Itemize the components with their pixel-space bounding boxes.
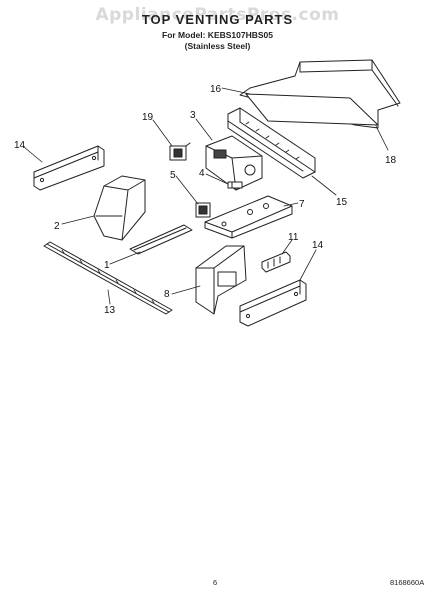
callout-14-right: 14	[312, 240, 324, 251]
part-14-right-bracket	[239, 279, 307, 327]
part-7-mounting-plate	[204, 195, 293, 239]
finish-line: (Stainless Steel)	[184, 41, 251, 51]
callout-11: 11	[288, 232, 299, 243]
callout-numbers: 16 18 3 19 14 15 4 5 7 2 1 11 14 8 13	[14, 84, 397, 316]
part-5-switch	[195, 202, 211, 218]
callout-1: 1	[104, 260, 110, 271]
callout-8: 8	[164, 289, 170, 300]
callout-4: 4	[199, 168, 205, 179]
callout-2: 2	[54, 221, 60, 232]
callout-18: 18	[385, 155, 397, 166]
diagram-title: TOP VENTING PARTS	[141, 12, 294, 27]
figure-number: 8168660A	[390, 578, 425, 587]
callout-16: 16	[210, 84, 222, 95]
part-16-shield-plate	[245, 93, 379, 126]
callout-7: 7	[299, 199, 305, 210]
leader-lines	[23, 87, 389, 305]
part-8-vent-frame	[195, 245, 247, 315]
callout-19: 19	[142, 112, 154, 123]
callout-15: 15	[336, 197, 348, 208]
part-11-terminal-block	[261, 251, 291, 273]
part-15-channel-bracket	[227, 107, 316, 179]
callout-5: 5	[170, 170, 176, 181]
callout-14-left: 14	[14, 140, 26, 151]
watermark: AppliancePartsPros.com	[95, 5, 340, 25]
part-14-left-bracket	[33, 145, 105, 191]
part-13-long-rail	[43, 241, 173, 315]
part-2-duct	[93, 175, 146, 241]
callout-3: 3	[190, 110, 196, 121]
part-1-flat-bar	[129, 224, 193, 255]
part-19-switch	[169, 142, 191, 161]
part-4-fuse	[227, 181, 243, 189]
page-number: 6	[213, 578, 218, 587]
callout-13: 13	[104, 305, 116, 316]
model-line: For Model: KEBS107HBS05	[162, 30, 273, 40]
